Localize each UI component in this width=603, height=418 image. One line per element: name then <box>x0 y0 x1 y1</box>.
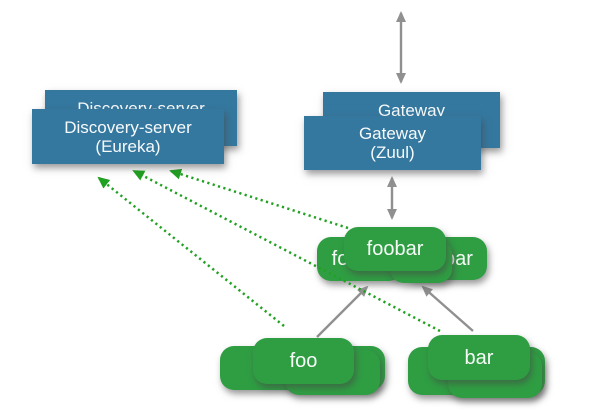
arrow-foobar-discovery <box>169 168 349 230</box>
arrow-foo-discovery <box>97 176 285 327</box>
gateway-label-line1: Gateway <box>358 124 427 143</box>
discovery-server-box: Discovery-server (Eureka) <box>32 109 224 164</box>
foobar-label: foobar <box>366 238 424 260</box>
bar-label: bar <box>464 346 494 369</box>
foobar-box: foobar <box>344 227 446 271</box>
gateway-back-label-line1: Gateway <box>377 101 446 120</box>
gateway-box: Gateway (Zuul) <box>304 116 481 170</box>
arrow-foo-foobar <box>316 285 369 338</box>
discovery-server-label-line2: (Eureka) <box>95 136 161 156</box>
arrow-bar-foobar <box>421 285 474 332</box>
foo-box: foo <box>253 338 354 384</box>
bar-box: bar <box>428 335 530 380</box>
gateway-label-line2: (Zuul) <box>370 143 415 162</box>
foo-label: foo <box>289 350 318 372</box>
discovery-server-label-line1: Discovery-server <box>64 117 192 137</box>
